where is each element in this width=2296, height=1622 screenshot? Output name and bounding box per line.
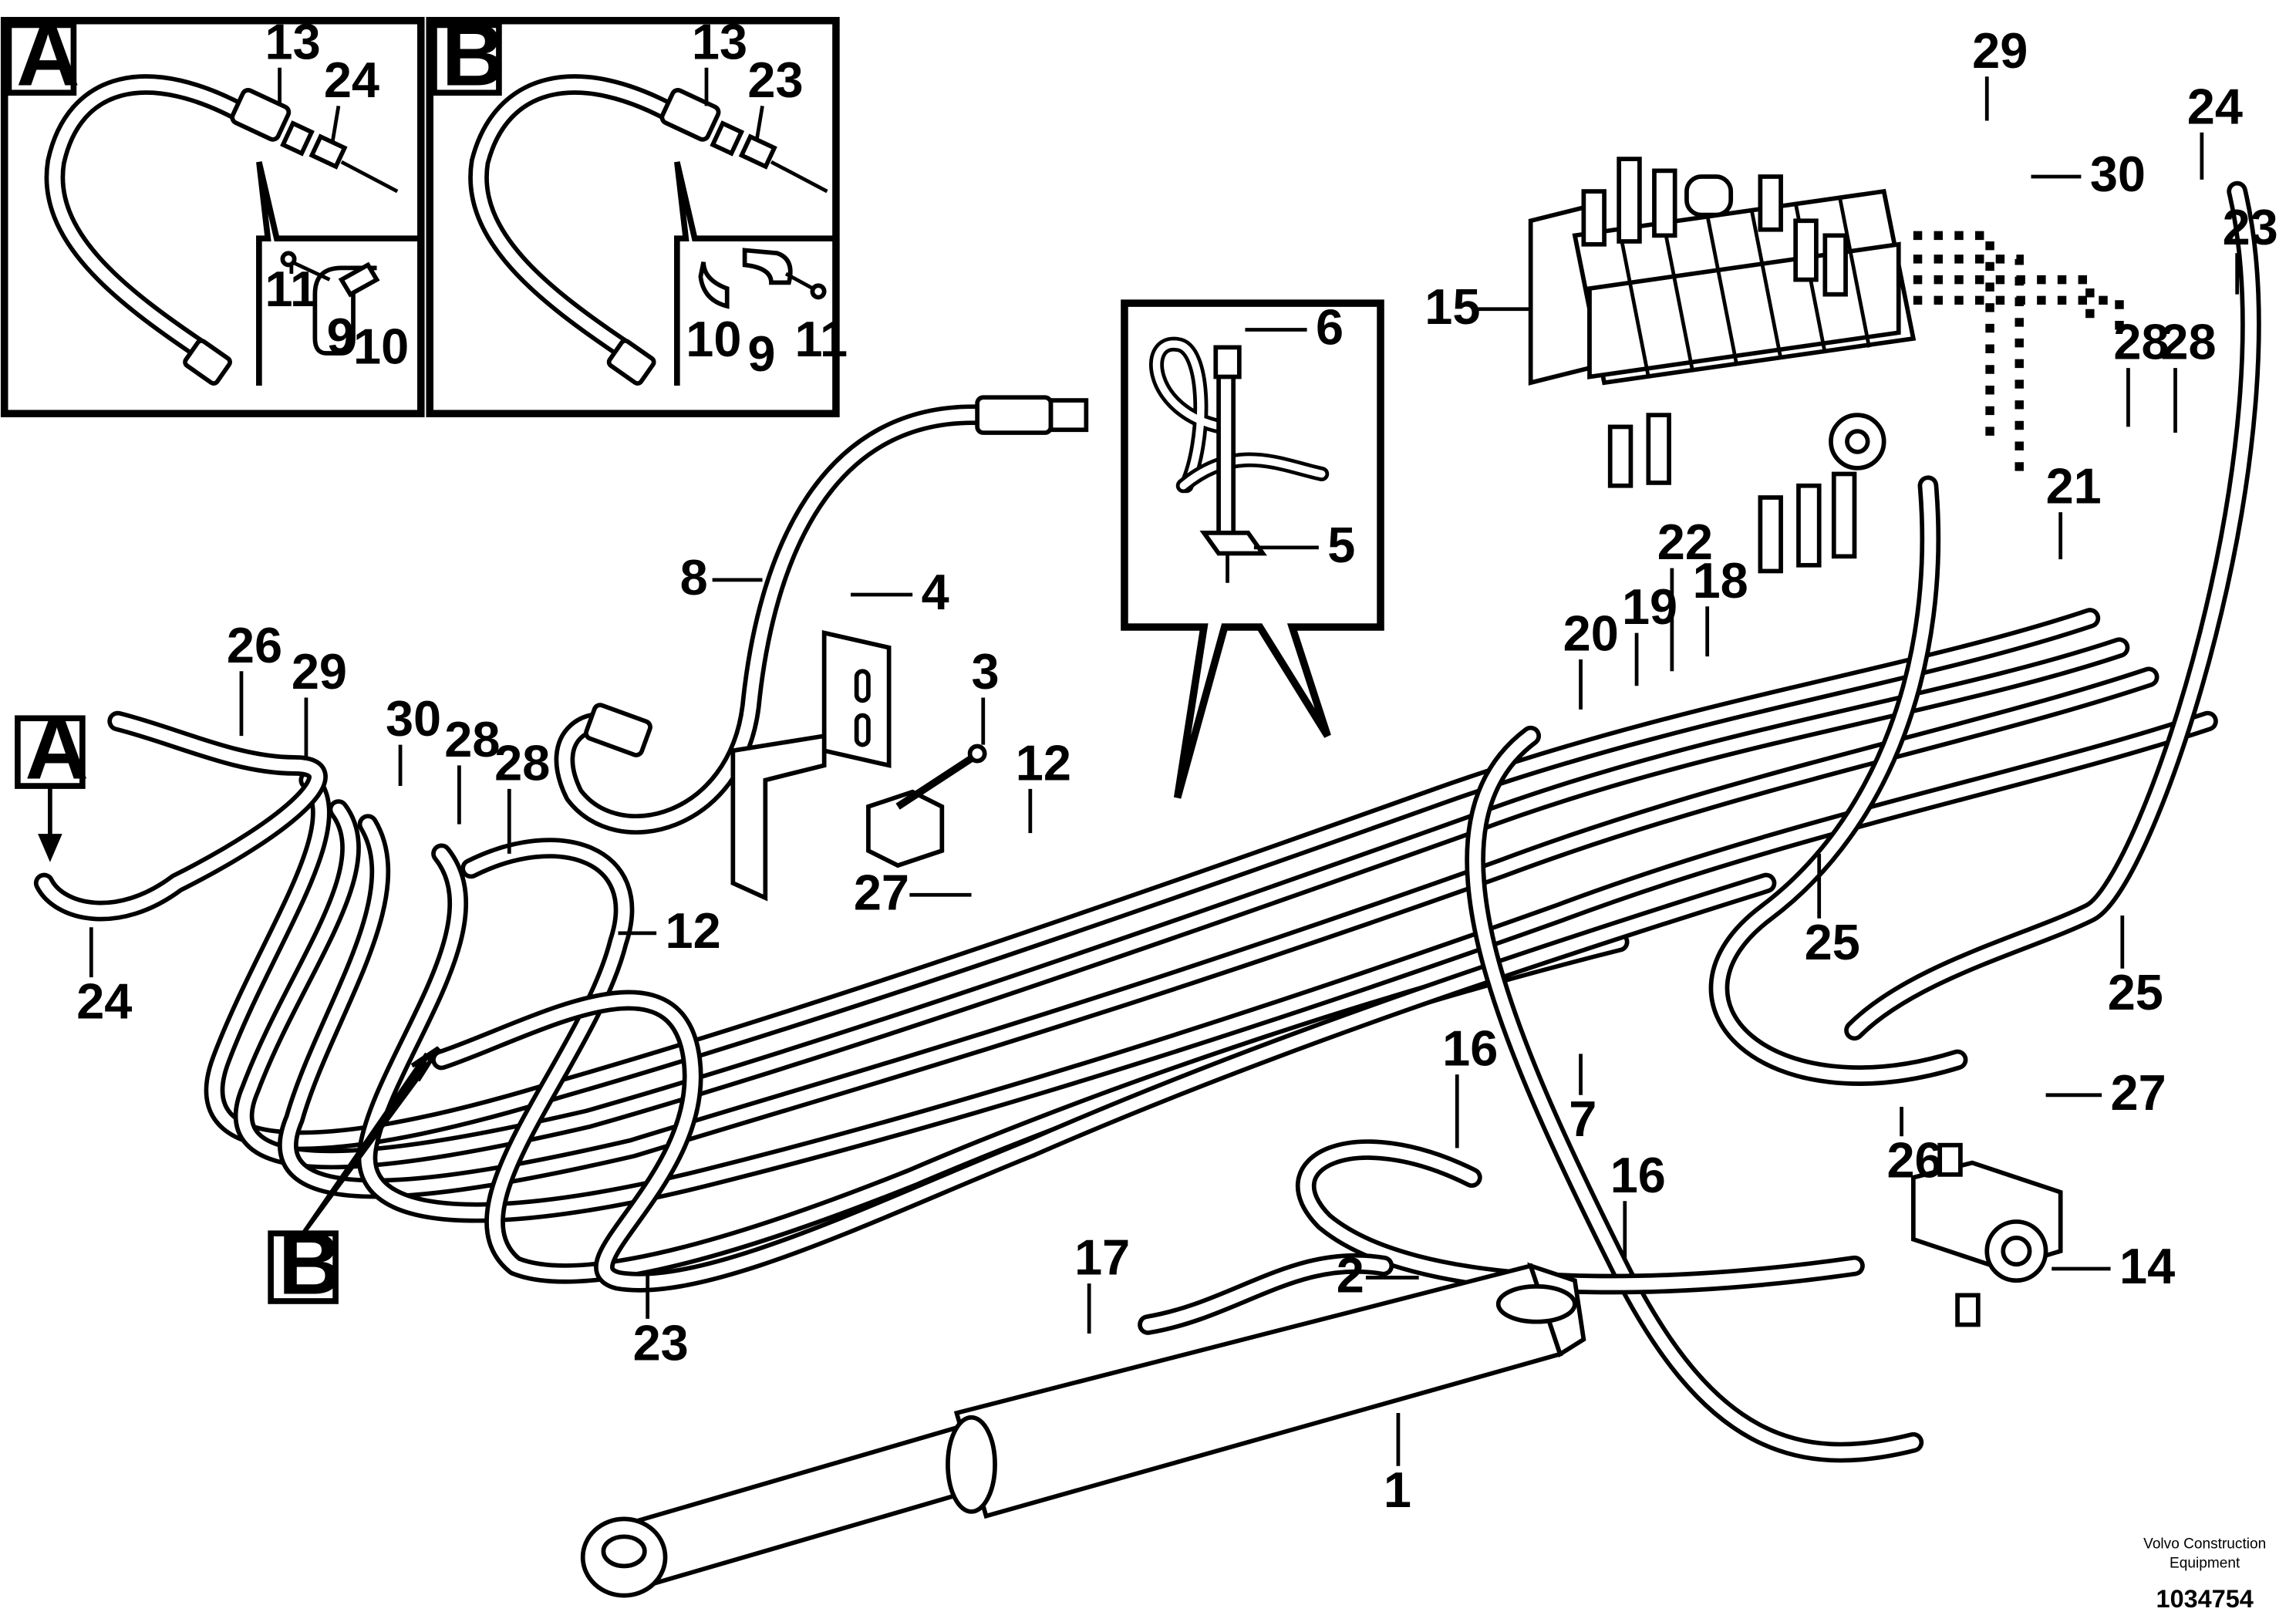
cylinder-1 [580, 1262, 1586, 1598]
inset-b-label-23: 23 [747, 52, 803, 108]
inset-a-label-9: 9 [327, 308, 355, 364]
control-valve-block [1528, 157, 1917, 574]
label-4: 4 [922, 564, 949, 620]
footer: Volvo Construction Equipment 1034754 [2143, 1536, 2266, 1613]
inset-b-hose [468, 74, 828, 386]
hose-7-16 [1138, 725, 1924, 1463]
callout-a: A [15, 700, 89, 862]
label-1: 1 [1384, 1462, 1411, 1518]
inset-b-letter: B [442, 6, 506, 105]
label-26b: 26 [1886, 1132, 1942, 1189]
inset-a-label-13: 13 [265, 13, 321, 69]
label-19: 19 [1622, 578, 1677, 635]
label-2: 2 [1337, 1247, 1364, 1303]
inset-a-label-24: 24 [324, 52, 379, 108]
label-30b: 30 [386, 690, 441, 747]
inset-b-label-10: 10 [686, 311, 741, 367]
label-28c: 28 [2113, 314, 2169, 370]
callout-a-letter: A [25, 700, 89, 798]
inset-b-clamp [698, 248, 827, 309]
label-7: 7 [1569, 1091, 1596, 1147]
mounting-bracket [730, 630, 987, 902]
detail-bracket-inset [1121, 299, 1384, 799]
label-25a: 25 [1805, 914, 1860, 970]
label-12b: 12 [666, 902, 721, 959]
label-14: 14 [2119, 1238, 2175, 1294]
label-28a: 28 [444, 711, 500, 767]
inset-a-clamp [280, 251, 380, 356]
label-28d: 28 [2160, 314, 2216, 370]
valve-14 [1910, 1142, 2063, 1327]
hose-8 [554, 395, 1089, 835]
drawing-number: 1034754 [2156, 1585, 2254, 1613]
label-26a: 26 [227, 617, 282, 673]
label-25b: 25 [2108, 964, 2163, 1020]
label-5: 5 [1327, 517, 1355, 573]
valve-dashed-lines [1913, 231, 2124, 471]
hose-bundle [33, 608, 2218, 1293]
label-30a: 30 [2090, 146, 2146, 202]
label-27a: 27 [854, 864, 909, 920]
callout-b: B [268, 1046, 441, 1313]
label-29b: 29 [292, 643, 347, 700]
inset-a: A 13 24 11 9 10 [0, 6, 425, 418]
label-16a: 16 [1442, 1020, 1498, 1077]
label-16b: 16 [1610, 1147, 1666, 1203]
label-24b: 24 [76, 973, 132, 1030]
label-17: 17 [1074, 1229, 1130, 1286]
label-18: 18 [1693, 552, 1748, 609]
label-23a: 23 [2223, 199, 2278, 255]
label-24a: 24 [2187, 78, 2243, 134]
label-3: 3 [972, 643, 1000, 700]
inset-b-label-11: 11 [795, 311, 848, 367]
label-15: 15 [1424, 278, 1480, 335]
inset-b-label-13: 13 [692, 13, 747, 69]
callout-b-letter: B [278, 1214, 342, 1313]
inset-b-label-9: 9 [747, 325, 775, 382]
hose-25 [1708, 180, 2261, 1086]
label-28b: 28 [494, 734, 550, 791]
inset-a-letter: A [16, 6, 80, 105]
part-labels: 1 2 3 4 5 6 7 8 12 12 14 15 16 16 17 18 … [76, 22, 2278, 1518]
label-29a: 29 [1972, 22, 2028, 79]
inset-b: B 13 23 10 9 11 [426, 6, 848, 418]
inset-a-hose [44, 74, 399, 386]
label-12a: 12 [1016, 734, 1071, 791]
label-20: 20 [1563, 605, 1619, 661]
label-8: 8 [680, 549, 708, 605]
label-21: 21 [2046, 458, 2102, 514]
label-23b: 23 [633, 1314, 689, 1371]
company-name-line2: Equipment [2170, 1555, 2240, 1571]
inset-a-label-10: 10 [353, 318, 409, 374]
label-22: 22 [1657, 514, 1713, 570]
company-name-line1: Volvo Construction [2143, 1536, 2266, 1553]
label-27b: 27 [2111, 1064, 2166, 1121]
label-6: 6 [1316, 299, 1344, 356]
